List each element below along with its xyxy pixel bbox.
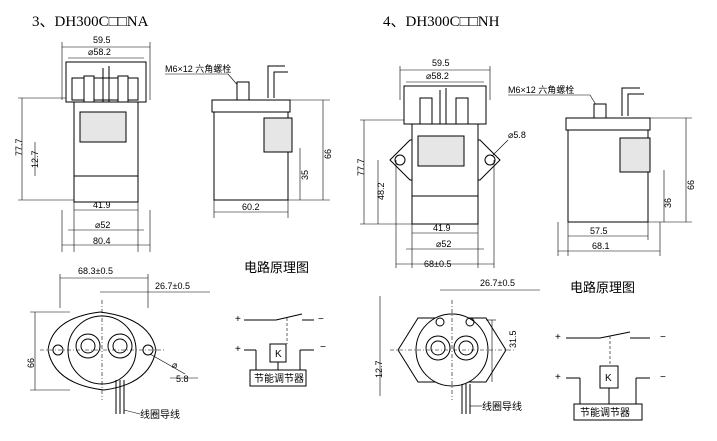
right-dim-68: 68±0.5 <box>424 259 451 269</box>
right-dim-68-1: 68.1 <box>592 241 610 251</box>
right-dim-dia-58-2: ⌀58.2 <box>426 71 449 81</box>
right-dim-57-5: 57.5 <box>590 226 608 236</box>
right-k-label: K <box>605 373 612 384</box>
left-dim-41-9: 41.9 <box>93 200 111 210</box>
right-dim-26-7: 26.7±0.5 <box>480 278 515 288</box>
right-dim-dia-5-8: ⌀5.8 <box>508 130 526 140</box>
right-minus-2: − <box>660 372 666 383</box>
left-dim-5-8: 5.8 <box>176 374 189 384</box>
left-dim-68-3: 68.3±0.5 <box>78 266 113 276</box>
right-dim-66: 66 <box>686 180 696 190</box>
left-dim-dia-58-2: ⌀58.2 <box>88 47 111 57</box>
left-minus-2: − <box>320 342 326 353</box>
right-front-view: 59.5 ⌀58.2 ⌀5.8 77.7 48.2 41.9 ⌀52 68 <box>356 58 526 269</box>
left-dim-59-5: 59.5 <box>93 35 111 45</box>
left-circuit-title: 电路原理图 <box>244 260 309 275</box>
left-plus-1: + <box>235 314 241 325</box>
left-title: 3、DH300C□□NA <box>32 14 149 30</box>
right-plus-1: + <box>555 332 561 343</box>
left-plus-2: + <box>235 344 241 355</box>
left-dim-dia-symbol: ⌀ <box>172 360 178 370</box>
left-minus-1: − <box>318 314 324 325</box>
left-dim-12-7: 12.7 <box>30 150 40 168</box>
right-side-view: M6×12 六角螺栓 66 36 57.5 68.1 <box>508 84 696 256</box>
left-dim-77-7: 77.7 <box>14 138 24 156</box>
right-dim-77-7: 77.7 <box>356 158 366 176</box>
right-dim-59-5: 59.5 <box>432 58 450 68</box>
left-side-view: M6×12 六角螺栓 66 35 60.2 <box>165 63 333 218</box>
left-circuit-diagram: 电路原理图 + − + K − 节能调节器 <box>235 260 326 387</box>
right-dim-48-2: 48.2 <box>376 182 386 200</box>
right-minus-1: − <box>660 332 666 343</box>
right-coil-wire-label: 线圈导线 <box>482 400 522 413</box>
left-dim-60-2: 60.2 <box>242 202 260 212</box>
right-dim-36: 36 <box>663 198 673 208</box>
left-dim-66-bottom: 66 <box>26 358 36 368</box>
left-coil-wire-label: 线圈导线 <box>140 408 180 421</box>
right-dim-31-5: 31.5 <box>508 330 518 348</box>
left-screw-label: M6×12 六角螺栓 <box>165 63 231 74</box>
right-plus-2: + <box>555 372 561 383</box>
right-regulator: 节能调节器 <box>580 406 630 419</box>
left-dim-dia-52: ⌀52 <box>95 220 110 230</box>
right-screw-label: M6×12 六角螺栓 <box>508 84 574 95</box>
left-dim-35: 35 <box>300 170 310 180</box>
left-regulator: 节能调节器 <box>254 372 304 385</box>
right-title: 4、DH300C□□NH <box>383 14 500 30</box>
left-dim-66: 66 <box>323 149 333 159</box>
left-k-label: K <box>275 349 282 360</box>
left-bottom-view: 68.3±0.5 26.7±0.5 线圈导线 66 ⌀ 5.8 <box>26 266 210 421</box>
right-bottom-view: 26.7±0.5 线圈导线 12.7 31.5 <box>374 278 540 414</box>
right-dim-dia-52: ⌀52 <box>436 239 451 249</box>
left-front-view: 59.5 ⌀58.2 41.9 ⌀52 80.4 77.7 12.7 <box>14 35 151 252</box>
left-dim-26-7: 26.7±0.5 <box>155 281 190 291</box>
right-dim-12-7: 12.7 <box>374 360 384 378</box>
right-dim-41-9: 41.9 <box>433 223 451 233</box>
left-dim-80-4: 80.4 <box>93 236 111 246</box>
right-circuit-title: 电路原理图 <box>570 280 635 295</box>
right-circuit-diagram: 电路原理图 + − + K − 节能调节器 <box>555 280 666 421</box>
